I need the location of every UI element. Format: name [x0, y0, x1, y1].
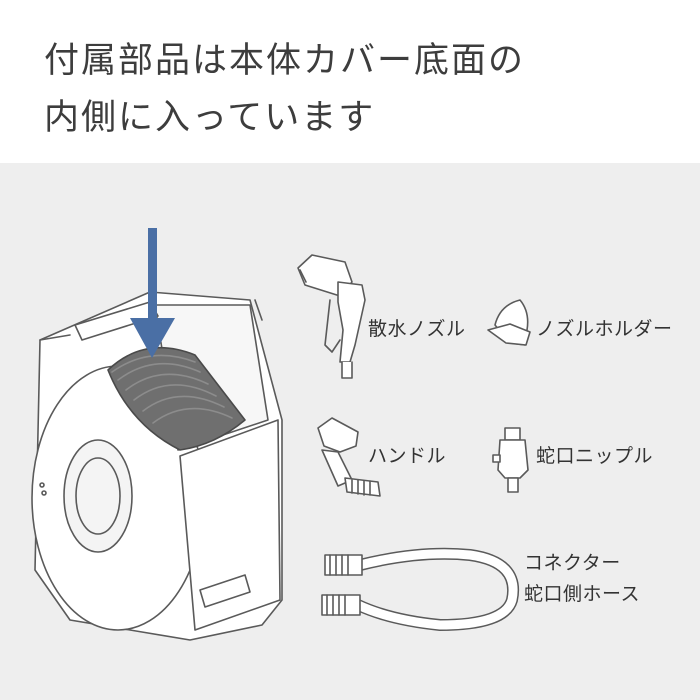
spray-nozzle-illustration: [297, 254, 366, 379]
label-handle: ハンドル: [368, 445, 447, 467]
hose-drum: [107, 347, 246, 451]
header: 付属部品は本体カバー底面の 内側に入っています: [0, 0, 700, 163]
label-spray-nozzle: 散水ノズル: [368, 318, 466, 340]
nozzle-holder-illustration: [487, 299, 531, 346]
accessories-illustration: [31, 228, 531, 641]
down-arrow-icon: [130, 228, 175, 358]
accessories-panel: 散水ノズル ノズルホルダー ハンドル 蛇口ニップル コネクター 蛇口側ホース: [0, 163, 700, 700]
label-faucet-nipple: 蛇口ニップル: [536, 445, 654, 467]
headline-line-2: 内側に入っています: [44, 98, 376, 138]
faucet-nipple-illustration: [492, 427, 529, 493]
handle-illustration: [317, 417, 381, 497]
headline-line-1: 付属部品は本体カバー底面の: [44, 41, 526, 81]
connector-hose-illustration: [321, 547, 520, 631]
label-connector-hose-line-1: コネクター: [524, 552, 621, 574]
label-nozzle-holder: ノズルホルダー: [536, 318, 673, 340]
label-connector-hose-line-2: 蛇口側ホース: [524, 583, 641, 605]
